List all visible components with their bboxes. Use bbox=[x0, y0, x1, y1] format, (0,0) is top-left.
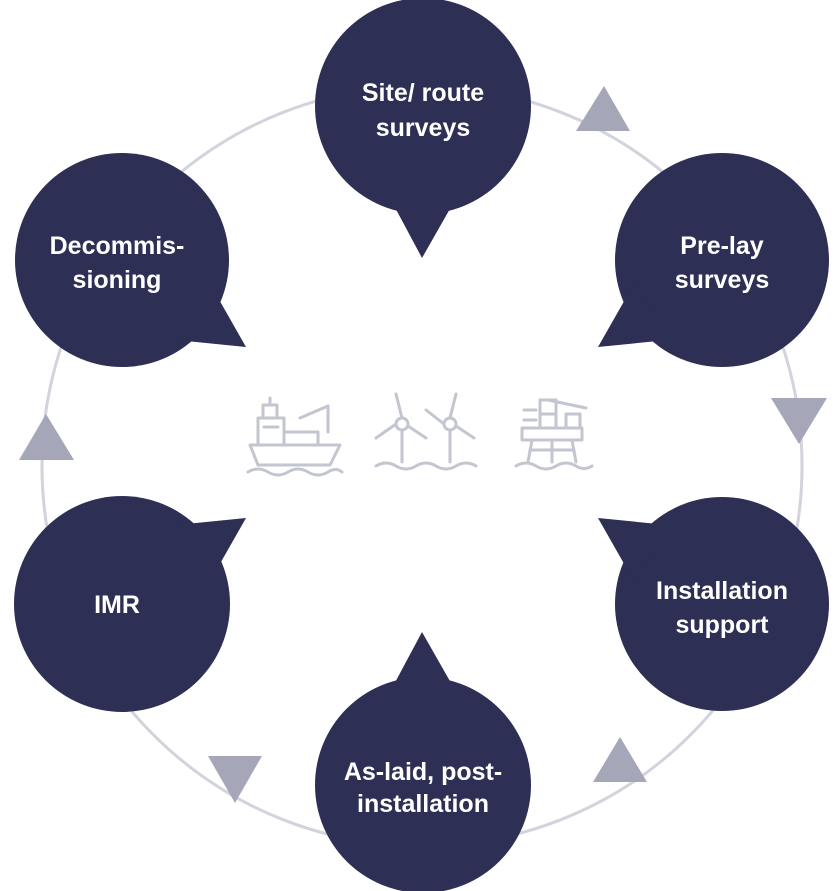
stage-bubble-tail bbox=[391, 632, 455, 690]
stage-label-line2: support bbox=[675, 611, 769, 639]
stage-label-line2: surveys bbox=[376, 114, 471, 142]
stage-bubble-tail bbox=[391, 200, 455, 258]
stage-bubble-tail bbox=[598, 282, 668, 347]
stage-label-line2: installation bbox=[357, 790, 489, 818]
stage-pre-lay-surveys: Pre-lay surveys bbox=[598, 153, 829, 367]
arrow-up-left bbox=[19, 414, 74, 460]
stage-label-line1: As-laid, post- bbox=[344, 758, 502, 786]
stage-bubble-tail bbox=[598, 518, 668, 583]
direction-arrows bbox=[19, 86, 827, 803]
stage-label-line1: Installation bbox=[656, 577, 788, 605]
stage-bubble bbox=[14, 496, 230, 712]
stage-site-route-surveys: Site/ route surveys bbox=[315, 0, 531, 258]
stage-label-line1: IMR bbox=[94, 591, 140, 619]
stage-bubble bbox=[315, 0, 531, 214]
arrow-up-right-bottom bbox=[593, 737, 647, 782]
stage-bubble-tail bbox=[176, 282, 246, 347]
stage-as-laid-post-installation: As-laid, post- installation bbox=[315, 632, 531, 891]
stage-label-line1: Site/ route bbox=[362, 79, 484, 107]
arrow-up-right-top bbox=[576, 86, 630, 131]
stage-bubble bbox=[315, 677, 531, 891]
stage-bubble bbox=[15, 153, 229, 367]
arrow-down-left bbox=[208, 756, 262, 803]
stage-decommissioning: Decommis- sioning bbox=[15, 153, 246, 367]
stage-imr: IMR bbox=[14, 496, 246, 712]
stage-installation-support: Installation support bbox=[598, 497, 829, 711]
stage-bubble bbox=[615, 497, 829, 711]
stage-label-line2: sioning bbox=[73, 266, 162, 294]
arrow-down-right bbox=[771, 398, 827, 444]
stage-label-line1: Pre-lay bbox=[680, 232, 763, 260]
ship-icon bbox=[246, 396, 344, 477]
offshore-platform-icon bbox=[514, 398, 594, 471]
stage-label-line1: Decommis- bbox=[50, 232, 185, 260]
stage-bubble-tail bbox=[176, 518, 246, 583]
stage-bubble bbox=[615, 153, 829, 367]
wind-turbines-icon bbox=[374, 392, 478, 471]
stage-label-line2: surveys bbox=[675, 266, 770, 294]
